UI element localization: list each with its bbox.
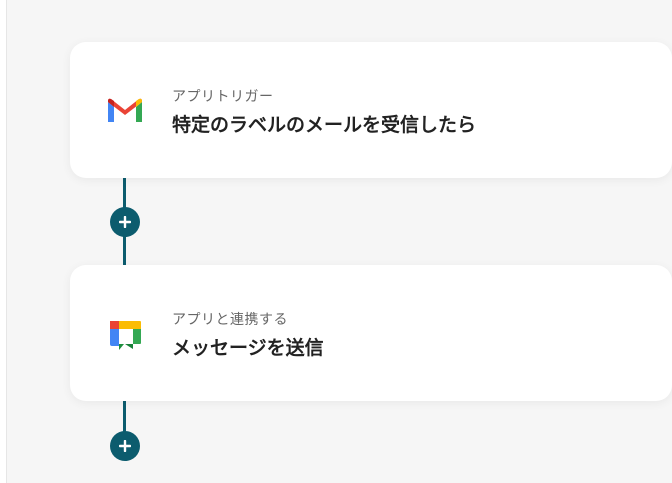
flow-step-card-action[interactable]: アプリと連携する メッセージを送信	[70, 265, 672, 401]
google-chat-icon	[104, 313, 146, 355]
step-title: メッセージを送信	[172, 337, 324, 359]
plus-icon	[119, 216, 131, 228]
add-step-button[interactable]	[110, 207, 140, 237]
gmail-icon	[104, 90, 146, 132]
left-sidebar-edge	[0, 0, 7, 483]
flow-connector	[123, 401, 126, 451]
add-step-button[interactable]	[110, 431, 140, 461]
step-subtitle: アプリトリガー	[172, 89, 274, 105]
flow-step-card-trigger[interactable]: アプリトリガー 特定のラベルのメールを受信したら	[70, 42, 672, 178]
step-title: 特定のラベルのメールを受信したら	[172, 114, 477, 136]
plus-icon	[119, 440, 131, 452]
step-subtitle: アプリと連携する	[172, 312, 288, 328]
